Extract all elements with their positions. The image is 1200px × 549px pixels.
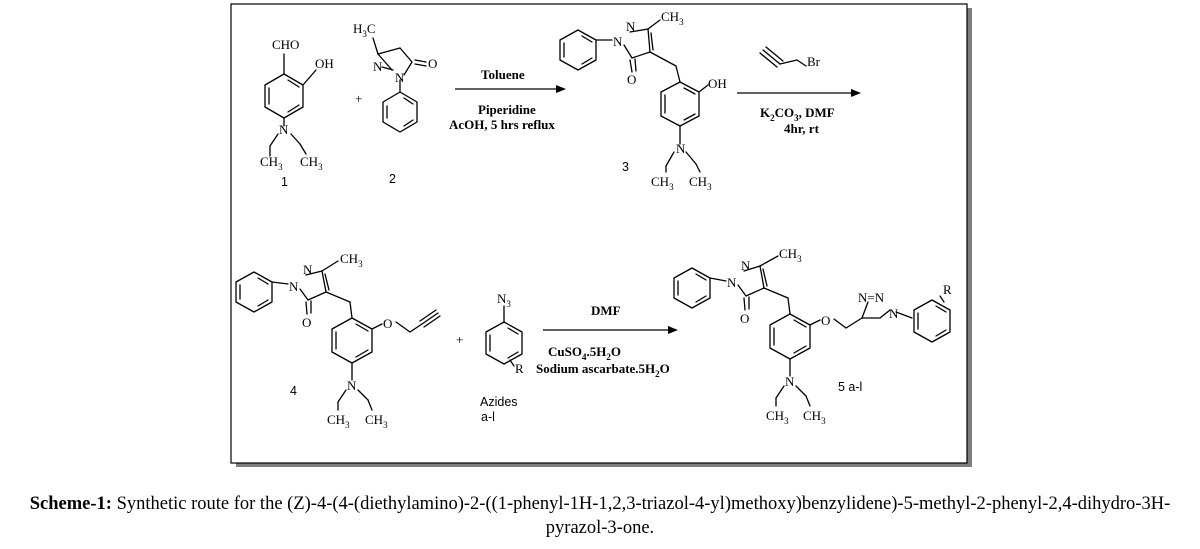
compound-2-structure xyxy=(372,37,427,133)
c3-ch3-left: CH3 xyxy=(651,174,674,192)
c2-n1-label: N xyxy=(373,59,383,74)
azide-structure xyxy=(485,305,523,367)
c3-n2-label: N xyxy=(613,34,623,49)
c4-n-label: N xyxy=(347,378,357,393)
azide-n3-label: N3 xyxy=(497,291,511,309)
c4-n2-label: N xyxy=(289,279,299,294)
r2-below-line1: K2CO3, DMF xyxy=(760,105,835,123)
c1-oh-label: OH xyxy=(315,56,334,71)
c3-ch3-right: CH3 xyxy=(689,174,712,192)
c3-n-label: N xyxy=(676,141,686,156)
c5-n1-label: N xyxy=(741,258,751,273)
c5-ch3-right: CH3 xyxy=(803,408,826,426)
frame-border xyxy=(230,3,968,464)
c4-ch3-right: CH3 xyxy=(365,412,388,430)
compound-4-structure xyxy=(235,260,441,411)
caption-text: Synthetic route for the (Z)-4-(4-(diethy… xyxy=(111,494,1171,538)
plus-sign-1: + xyxy=(355,91,362,106)
c4-n1-label: N xyxy=(303,262,313,277)
c1-n-label: N xyxy=(279,122,289,137)
c4-number: 4 xyxy=(290,384,297,398)
c3-o-label: O xyxy=(627,72,636,87)
c5-r-label: R xyxy=(943,282,952,297)
azide-caption-1: Azides xyxy=(480,395,518,409)
r1-below-line2: AcOH, 5 hrs reflux xyxy=(449,117,555,132)
c5-number: 5 a-l xyxy=(838,380,862,394)
c2-h3c-label: H3C xyxy=(353,21,376,39)
c5-ch3-top: CH3 xyxy=(779,246,802,264)
r1-below-line1: Piperidine xyxy=(478,102,536,117)
c4-ch3-top: CH3 xyxy=(340,251,363,269)
c1-ch3-right: CH3 xyxy=(300,154,323,172)
c3-number: 3 xyxy=(622,160,629,174)
c5-ch3-left: CH3 xyxy=(766,408,789,426)
r2-br-label: Br xyxy=(807,54,821,69)
plus-sign-2: + xyxy=(456,332,463,347)
reaction-arrow-3 xyxy=(543,326,678,334)
azide-r-label: R xyxy=(515,361,524,376)
caption-label: Scheme-1: xyxy=(29,494,112,514)
compound-5-structure xyxy=(673,255,951,407)
c5-o-ether: O xyxy=(821,313,830,328)
propargyl-bromide-structure xyxy=(759,46,807,68)
c4-o-carbonyl: O xyxy=(302,315,311,330)
compound-1-structure xyxy=(264,53,317,157)
c5-n2-label: N xyxy=(727,275,737,290)
c3-n1-label: N xyxy=(626,19,636,34)
reaction-arrow-2 xyxy=(737,89,861,97)
r3-above-label: DMF xyxy=(591,303,621,318)
c3-ch3-top: CH3 xyxy=(661,9,684,27)
c4-o-ether: O xyxy=(383,316,392,331)
c1-ch3-left: CH3 xyxy=(260,154,283,172)
r2-below-line2: 4hr, rt xyxy=(784,121,820,136)
c5-triazole-n: N xyxy=(889,306,899,321)
c5-triazole-label: N=N xyxy=(858,290,885,305)
c1-cho-label: CHO xyxy=(272,37,299,52)
c2-o-label: O xyxy=(428,56,437,71)
r3-cuso4: CuSO4.5H2O xyxy=(548,344,621,362)
c2-number: 2 xyxy=(389,172,396,186)
c4-ch3-left: CH3 xyxy=(327,412,350,430)
c1-number: 1 xyxy=(281,175,288,189)
r3-ascorbate: Sodium ascarbate.5H2O xyxy=(536,361,670,379)
reaction-arrow-1 xyxy=(455,85,566,93)
c5-n-label: N xyxy=(785,374,795,389)
c5-o-carbonyl: O xyxy=(740,311,749,326)
azide-caption-2: a-l xyxy=(481,410,495,424)
c3-oh-label: OH xyxy=(708,76,727,91)
c2-n2-label: N xyxy=(395,70,405,85)
r1-above-label: Toluene xyxy=(481,67,525,82)
compound-3-structure xyxy=(559,19,709,173)
scheme-caption: Scheme-1: Synthetic route for the (Z)-4-… xyxy=(0,492,1200,540)
